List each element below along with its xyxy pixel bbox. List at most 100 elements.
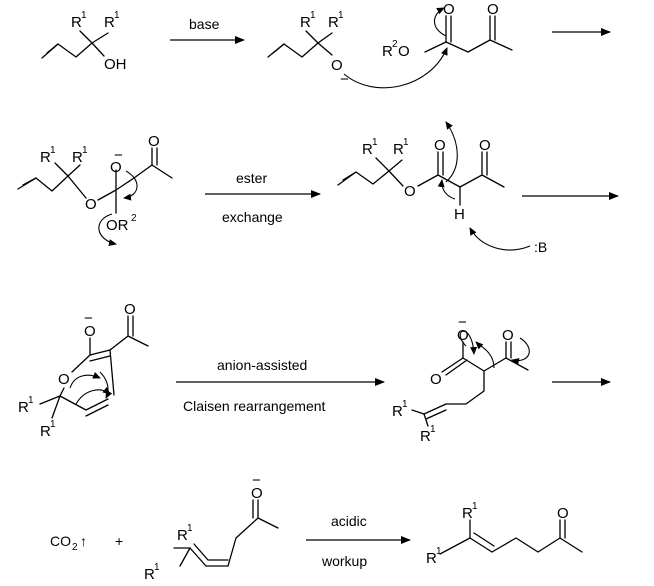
r1-label-b: R <box>104 14 115 31</box>
alkoxide: R 1 R 1 O − <box>267 10 349 88</box>
minus-charge: − <box>114 147 123 164</box>
acidic-label: acidic <box>331 513 367 529</box>
curly-arrow-expel-or <box>98 213 117 247</box>
carboxyl-oxygen: O <box>430 371 442 388</box>
step1-arrow: base <box>170 16 245 44</box>
ketone-oxygen: O <box>124 301 136 318</box>
curly-arrow-ketone <box>511 337 530 365</box>
r1-label-b: R <box>144 566 155 583</box>
allyl-acetoacetate: R 1 R 1 O O O H :B <box>337 137 547 255</box>
r1-label-a: R <box>362 141 373 158</box>
step4-arrow: acidic workup <box>306 513 411 569</box>
ester-r2-label: R <box>382 43 393 60</box>
r1-label-a: R <box>300 14 311 31</box>
r1-label-b: R <box>426 550 437 567</box>
r1-sup-a: 1 <box>50 145 56 156</box>
curly-arrow-enolate-form <box>475 341 495 369</box>
r1-sup-a: 1 <box>372 137 378 148</box>
gas-arrow: ↑ <box>80 533 87 549</box>
curly-arrow-ts-3 <box>99 371 113 399</box>
carbon-dioxide: CO 2 ↑ <box>50 533 87 553</box>
alpha-hydrogen: H <box>454 206 465 223</box>
ketone-oxygen: O <box>557 505 569 522</box>
curly-arrow-base <box>469 227 531 251</box>
alkoxide-oxygen: O <box>331 57 343 74</box>
r1-label-a: R <box>71 14 82 31</box>
dienolate: O − R 1 R 1 <box>144 472 279 583</box>
ketone-oxygen: O <box>502 327 514 344</box>
r1-sup-b: 1 <box>430 424 436 435</box>
co2-subscript: 2 <box>72 542 78 553</box>
r1-sup-b: 1 <box>82 145 88 156</box>
r1-sup-a: 1 <box>472 501 478 512</box>
r1-label-b: R <box>393 141 404 158</box>
curly-arrow-enolate-co <box>445 121 458 183</box>
tetrahedral-intermediate: R 1 R 1 O O − O OR 2 <box>17 133 173 234</box>
claisen-transition-state: O − O O R 1 R 1 <box>18 301 149 440</box>
carboxylate-oxygen: O <box>457 327 469 344</box>
r1-sup-b: 1 <box>436 546 442 557</box>
r1-label-b: R <box>40 423 51 440</box>
r1-sup-a: 1 <box>310 10 316 21</box>
or2-sup: 2 <box>131 213 137 224</box>
rearranged-keto-carboxylate: O − O O R 1 R 1 <box>392 314 529 445</box>
oxide-oxygen: O <box>110 159 122 176</box>
hydroxyl-label: OH <box>104 56 127 73</box>
anion-assisted-label: anion-assisted <box>217 357 307 373</box>
r1-sup-a: 1 <box>81 10 87 21</box>
curly-arrow-ts-2 <box>75 386 111 405</box>
exchange-label: exchange <box>222 209 283 225</box>
linking-oxygen: O <box>85 196 97 213</box>
claisen-label: Claisen rearrangement <box>183 398 326 414</box>
step2-arrow: ester exchange <box>205 170 321 225</box>
minus-charge: − <box>84 310 93 327</box>
r1-sup-a: 1 <box>187 523 193 534</box>
r1-label-b: R <box>328 14 339 31</box>
r1-label-a: R <box>177 527 188 544</box>
final-ketone-product: R 1 R 1 O <box>426 501 583 567</box>
enolate-oxygen: O <box>84 323 96 340</box>
minus-charge: − <box>458 314 467 331</box>
r1-sup-b: 1 <box>50 419 56 430</box>
ring-oxygen: O <box>58 371 70 388</box>
r1-label-a: R <box>462 505 473 522</box>
r1-label-b: R <box>420 428 431 445</box>
base-label: :B <box>534 239 547 255</box>
r1-label-a: R <box>40 149 51 166</box>
r1-sup-b: 1 <box>114 10 120 21</box>
curly-arrow-ch-bond <box>437 179 456 200</box>
ester-label: ester <box>236 170 267 186</box>
r1-label-a: R <box>18 399 29 416</box>
plus-sign: + <box>115 533 123 549</box>
carbonyl-oxygen: O <box>434 137 446 154</box>
curly-arrow-decarboxylation <box>459 330 478 355</box>
base-label: base <box>189 16 220 32</box>
ester-r2-sup: 2 <box>392 39 398 50</box>
workup-label: workup <box>321 553 367 569</box>
ketone-oxygen: O <box>479 137 491 154</box>
r1-label-a: R <box>392 403 403 420</box>
ester-oxygen: O <box>404 183 416 200</box>
co2-label: CO <box>50 533 71 549</box>
acetoacetate-ester: R 2 O O O <box>382 1 513 60</box>
curly-arrow-ts-1 <box>69 372 101 389</box>
r1-sup-b: 1 <box>338 10 344 21</box>
ketone-oxygen: O <box>487 1 499 18</box>
curly-arrow-co <box>433 7 447 37</box>
carbonyl-oxygen: O <box>443 1 455 18</box>
minus-charge: − <box>340 71 349 88</box>
enolate-oxygen: O <box>251 485 263 502</box>
or2-label: OR <box>106 217 129 234</box>
ester-oxygen: O <box>398 43 410 60</box>
curly-arrow-attack <box>343 47 448 89</box>
r1-sup-b: 1 <box>154 562 160 573</box>
curly-arrow-reform-co <box>123 170 138 201</box>
ketone-oxygen: O <box>148 133 160 150</box>
step3-arrow: anion-assisted Claisen rearrangement <box>176 357 385 414</box>
r1-label-b: R <box>72 149 83 166</box>
r1-sup-a: 1 <box>402 399 408 410</box>
allylic-alcohol: R 1 R 1 OH <box>41 10 127 73</box>
minus-charge: − <box>252 472 261 489</box>
r1-sup-b: 1 <box>403 137 409 148</box>
